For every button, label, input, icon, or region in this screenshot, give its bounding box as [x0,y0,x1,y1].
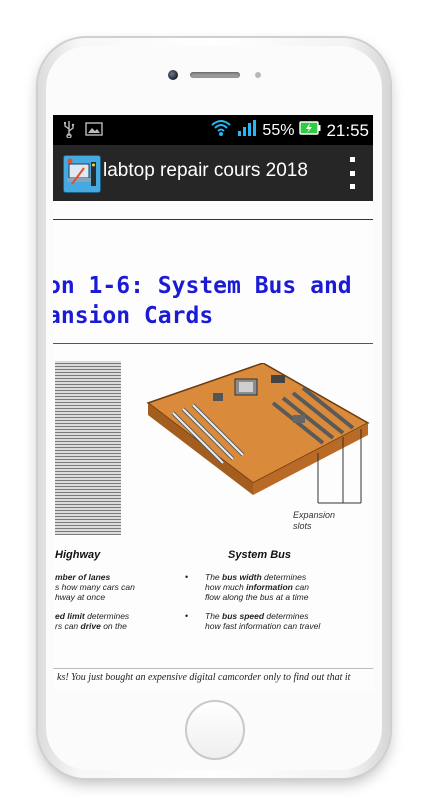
system-bus-title: System Bus [228,549,291,561]
status-right: 55% 21:55 [210,119,369,142]
highway-lanes-bold: mber of lanes [55,572,111,582]
sysbus-width-line2-pre: how much [205,582,247,592]
home-button[interactable] [185,700,245,760]
app-bar: labtop repair cours 2018 [53,145,373,201]
highway-speed-drive: drive [80,621,101,631]
expansion-slots-label: Expansion slots [293,510,335,532]
expansion-label-line-1: Expansion [293,510,336,520]
sysbus-width-post: determines [261,572,307,582]
highway-lanes-line2: s how many cars can [55,582,135,592]
sysbus-width-pre: The [205,572,223,582]
image-icon [85,121,103,142]
app-title: labtop repair cours 2018 [103,160,308,181]
sysbus-width: The bus width determines [205,572,306,582]
sysbus-speed: The bus speed determines [205,611,308,621]
usb-icon [63,120,75,143]
highway-speed-text3: on the [100,621,127,631]
highway-speed-text: determines [84,611,130,621]
sysbus-speed-bold: bus speed [222,611,265,621]
bullet-2: • [185,611,189,621]
sysbus-width-bold: bus width [222,572,262,582]
sysbus-speed-post: determines [264,611,309,621]
sysbus-width-line2-bold: information [246,582,293,592]
highway-lanes-line3: hway at once [55,592,106,602]
motherboard-illustration [146,363,370,504]
sysbus-speed-line2: how fast information can travel [205,621,321,631]
sysbus-width-line2-post: can [292,582,309,592]
highway-speed-text2: rs can [55,621,81,631]
bullet-1: • [185,572,189,582]
battery-charging-icon [299,120,321,141]
highway-speed-line2: rs can drive on the [55,621,127,631]
highway-speed-bold: ed limit [55,611,85,621]
section-divider [53,343,373,344]
lesson-heading: on 1-6: System Bus and ansion Cards [53,271,352,331]
sysbus-width-line2: how much information can [205,582,309,592]
device-screen: 55% 21:55 labtop repair cours 2018 on 1-… [53,115,373,690]
signal-percent: 55% [262,121,295,139]
status-bar: 55% 21:55 [53,115,373,145]
sysbus-speed-pre: The [205,611,223,621]
app-logo[interactable] [63,155,101,193]
proximity-sensor [255,72,261,78]
heading-line-2: ansion Cards [53,303,214,329]
lesson-page: on 1-6: System Bus and ansion Cards [53,201,373,690]
highway-speed: ed limit determines [55,611,129,621]
highway-image [55,361,121,535]
highway-title: Highway [55,549,101,561]
overflow-menu-icon[interactable] [343,157,361,189]
top-rule [53,219,373,220]
footer-paragraph: ks! You just bought an expensive digital… [57,672,351,683]
earpiece-speaker [190,72,240,78]
wifi-icon [210,119,232,142]
front-camera [168,70,178,80]
footer-rule [53,668,373,669]
sysbus-width-line3: flow along the bus at a time [205,592,309,602]
heading-line-1: on 1-6: System Bus and [53,273,352,299]
highway-lanes: mber of lanes [55,572,110,582]
expansion-label-line-2: slots [293,521,312,531]
status-left [63,120,103,143]
clock: 21:55 [326,120,369,140]
signal-bars-icon [237,119,257,142]
